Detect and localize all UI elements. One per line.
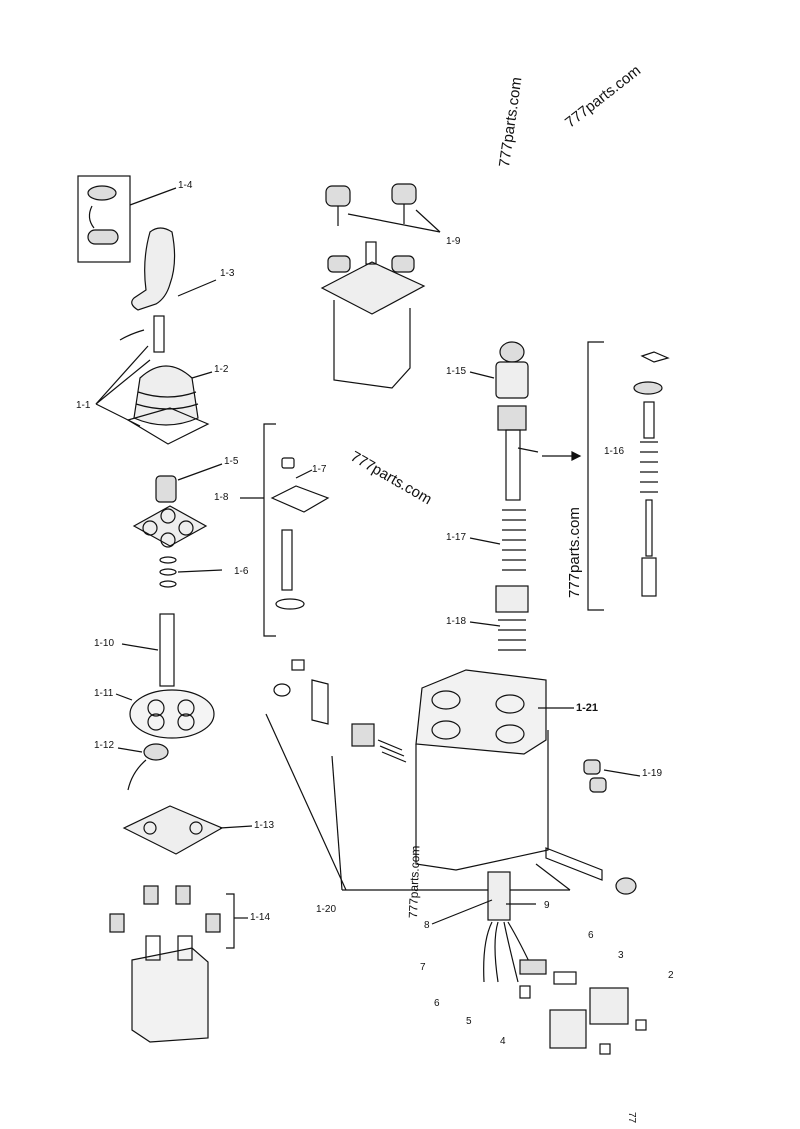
part-1-3-handle: [119, 227, 217, 341]
label-1-13: 1-13: [254, 820, 275, 831]
label-1-16: 1-16: [604, 446, 625, 457]
part-1-10-rod: [121, 613, 175, 687]
label-9: 9: [544, 900, 550, 911]
label-5: 5: [466, 1016, 472, 1027]
label-1-4: 1-4: [178, 180, 193, 191]
part-lower-valve-body: [131, 935, 209, 1043]
corner-mark: 77: [626, 1111, 638, 1124]
label-1-10: 1-10: [94, 638, 115, 649]
label-2: 2: [668, 970, 674, 981]
label-1-3: 1-3: [220, 268, 235, 279]
label-1-12: 1-12: [94, 740, 115, 751]
label-1-11: 1-11: [94, 688, 114, 699]
label-1-19: 1-19: [642, 768, 663, 779]
part-1-5-plate-assembly: [132, 463, 223, 588]
label-1-17: 1-17: [446, 532, 467, 543]
part-1-16-exploded: [542, 341, 670, 611]
label-1-6: 1-6: [234, 566, 249, 577]
part-1-14-stack: [109, 885, 248, 949]
label-1-18: 1-18: [446, 616, 467, 627]
part-1-13-plate: [122, 805, 253, 855]
label-4: 4: [500, 1036, 506, 1047]
label-1-20: 1-20: [316, 904, 337, 915]
label-1-1: 1-1: [76, 400, 91, 411]
part-1-12-sensor: [117, 743, 169, 791]
label-1-15: 1-15: [446, 366, 467, 377]
label-1-5: 1-5: [224, 456, 239, 467]
label-1-14: 1-14: [250, 912, 271, 923]
label-3: 3: [618, 950, 624, 961]
part-1-21-main-body: [415, 669, 574, 871]
label-1-9: 1-9: [446, 236, 461, 247]
label-1-7: 1-7: [312, 464, 327, 475]
label-6-lower: 6: [434, 998, 440, 1009]
label-1-2: 1-2: [214, 364, 229, 375]
label-1-8: 1-8: [214, 492, 229, 503]
watermark-right-vertical: 777parts.com: [566, 507, 583, 598]
part-1-15-spool-column: [469, 341, 539, 651]
label-7: 7: [420, 962, 426, 973]
part-1-11-disc: [115, 689, 215, 739]
part-1-19-plugs: [583, 759, 641, 793]
part-connectors: [519, 959, 647, 1055]
part-1-9-valve-top: [320, 183, 441, 389]
watermark-bottom-vertical: 777parts.com: [406, 845, 423, 919]
part-1-7-bracket: [240, 423, 330, 637]
part-harness: [431, 871, 536, 983]
label-1-21: 1-21: [576, 702, 599, 714]
part-1-2-boot: [95, 315, 213, 445]
part-1-20-assembly: [265, 659, 571, 891]
part-side-fitting: [545, 847, 637, 895]
label-6-upper: 6: [588, 930, 594, 941]
part-1-4-inset: [77, 175, 177, 263]
label-8: 8: [424, 920, 430, 931]
